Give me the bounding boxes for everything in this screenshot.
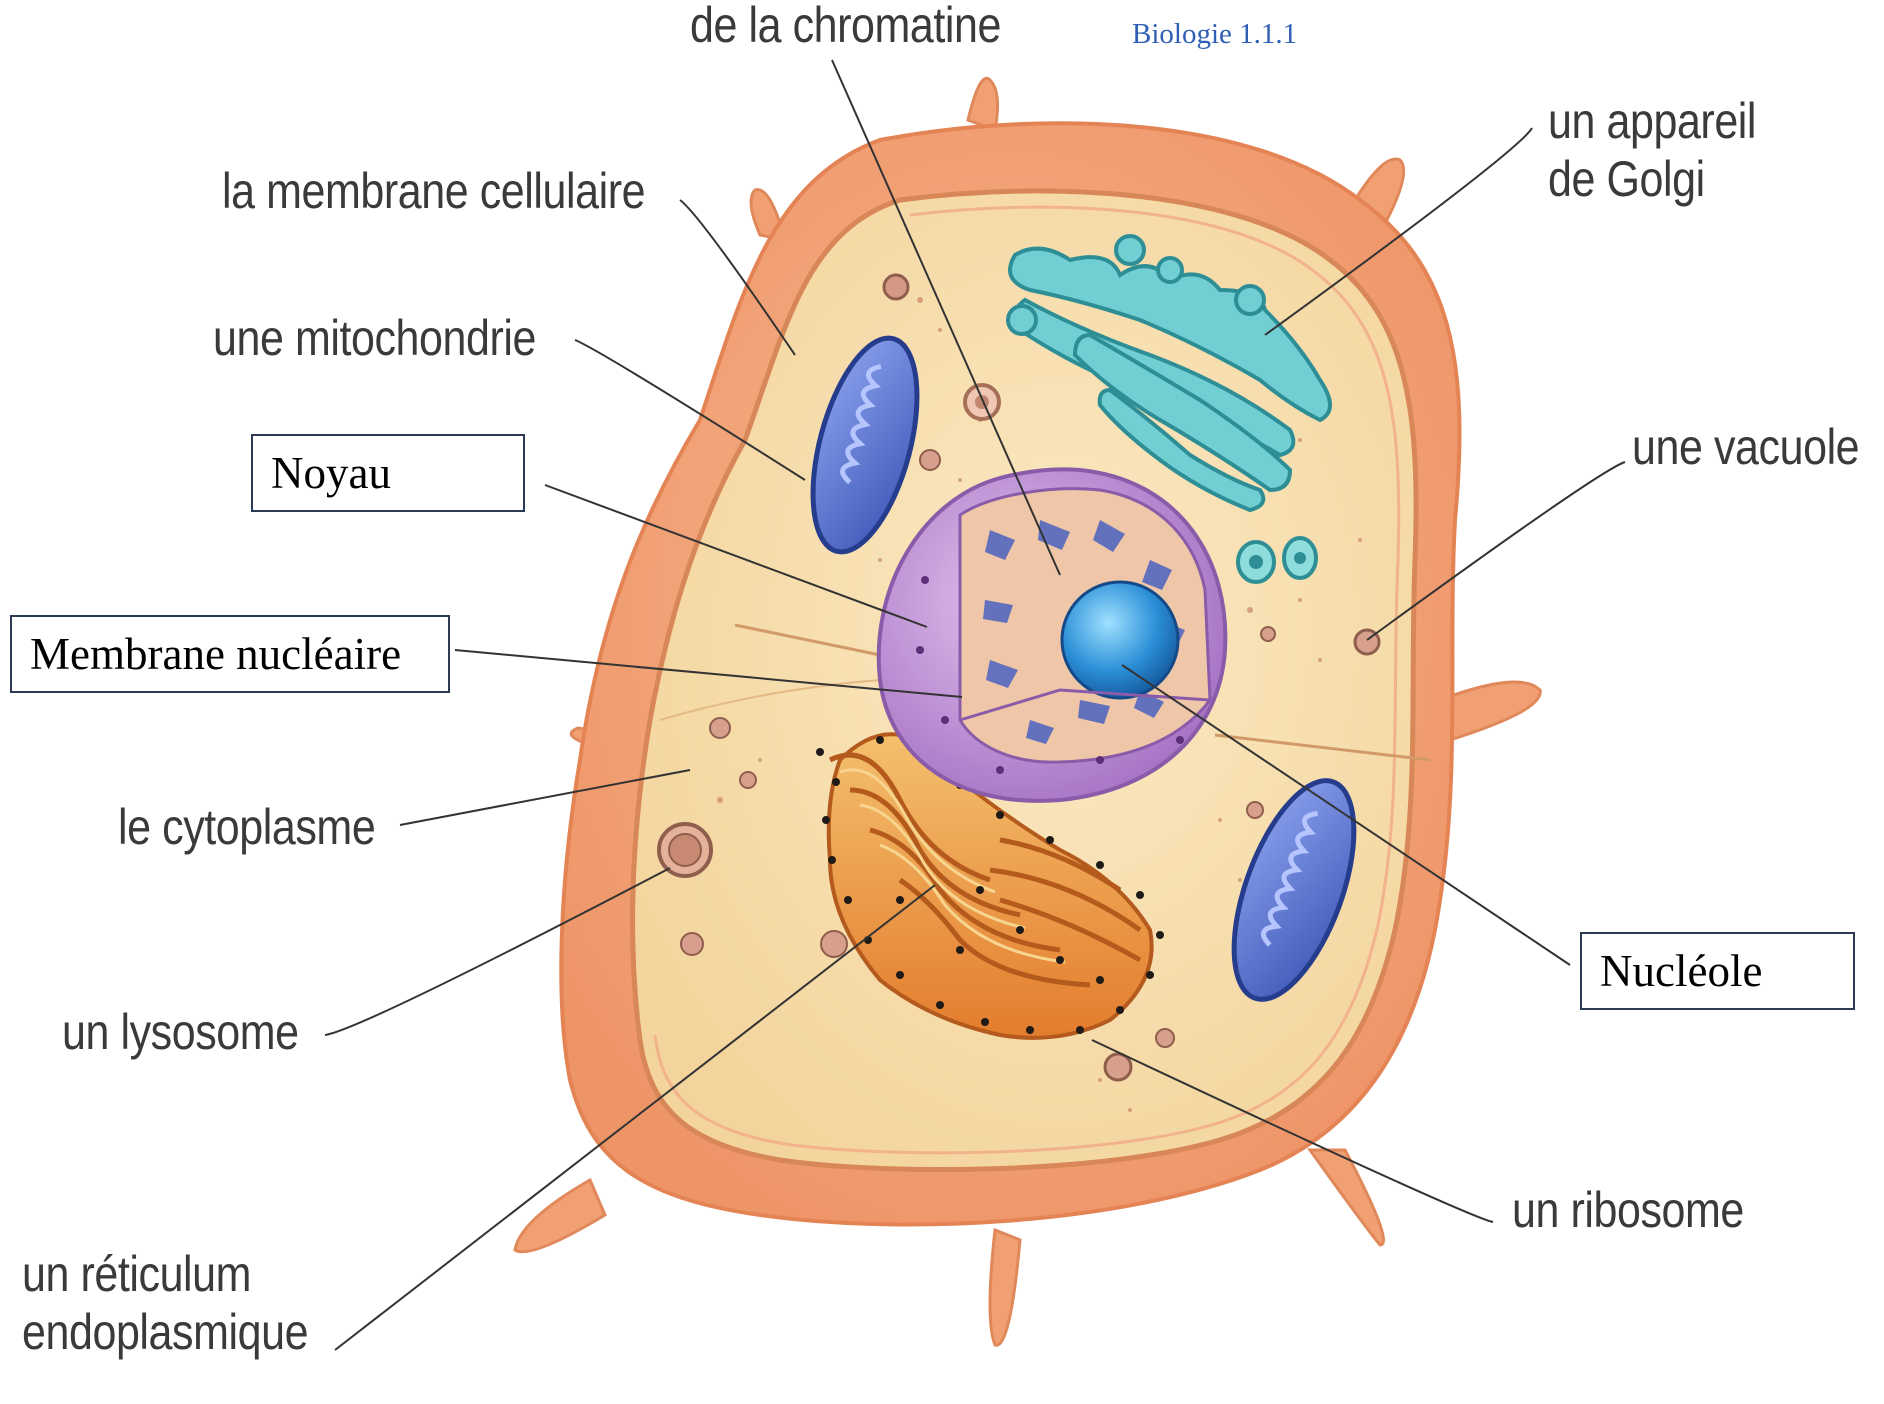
label-golgi-line1: un appareil xyxy=(1548,92,1756,150)
label-ribosome: un ribosome xyxy=(1512,1181,1744,1239)
label-lysosome: un lysosome xyxy=(62,1003,299,1061)
label-chromatine: de la chromatine xyxy=(690,0,1001,54)
label-golgi: un appareil de Golgi xyxy=(1548,92,1756,208)
label-reticulum: un réticulum endoplasmique xyxy=(22,1245,308,1361)
label-mitochondrie: une mitochondrie xyxy=(213,309,536,367)
label-golgi-line2: de Golgi xyxy=(1548,150,1756,208)
box-nucleole: Nucléole xyxy=(1580,932,1855,1010)
page-reference: Biologie 1.1.1 xyxy=(1132,18,1297,51)
label-membrane-cellulaire: la membrane cellulaire xyxy=(222,162,645,220)
box-membrane-nucleaire: Membrane nucléaire xyxy=(10,615,450,693)
label-vacuole: une vacuole xyxy=(1632,418,1859,476)
box-noyau: Noyau xyxy=(251,434,525,512)
label-reticulum-line2: endoplasmique xyxy=(22,1303,308,1361)
label-reticulum-line1: un réticulum xyxy=(22,1245,308,1303)
label-cytoplasme: le cytoplasme xyxy=(118,798,375,856)
